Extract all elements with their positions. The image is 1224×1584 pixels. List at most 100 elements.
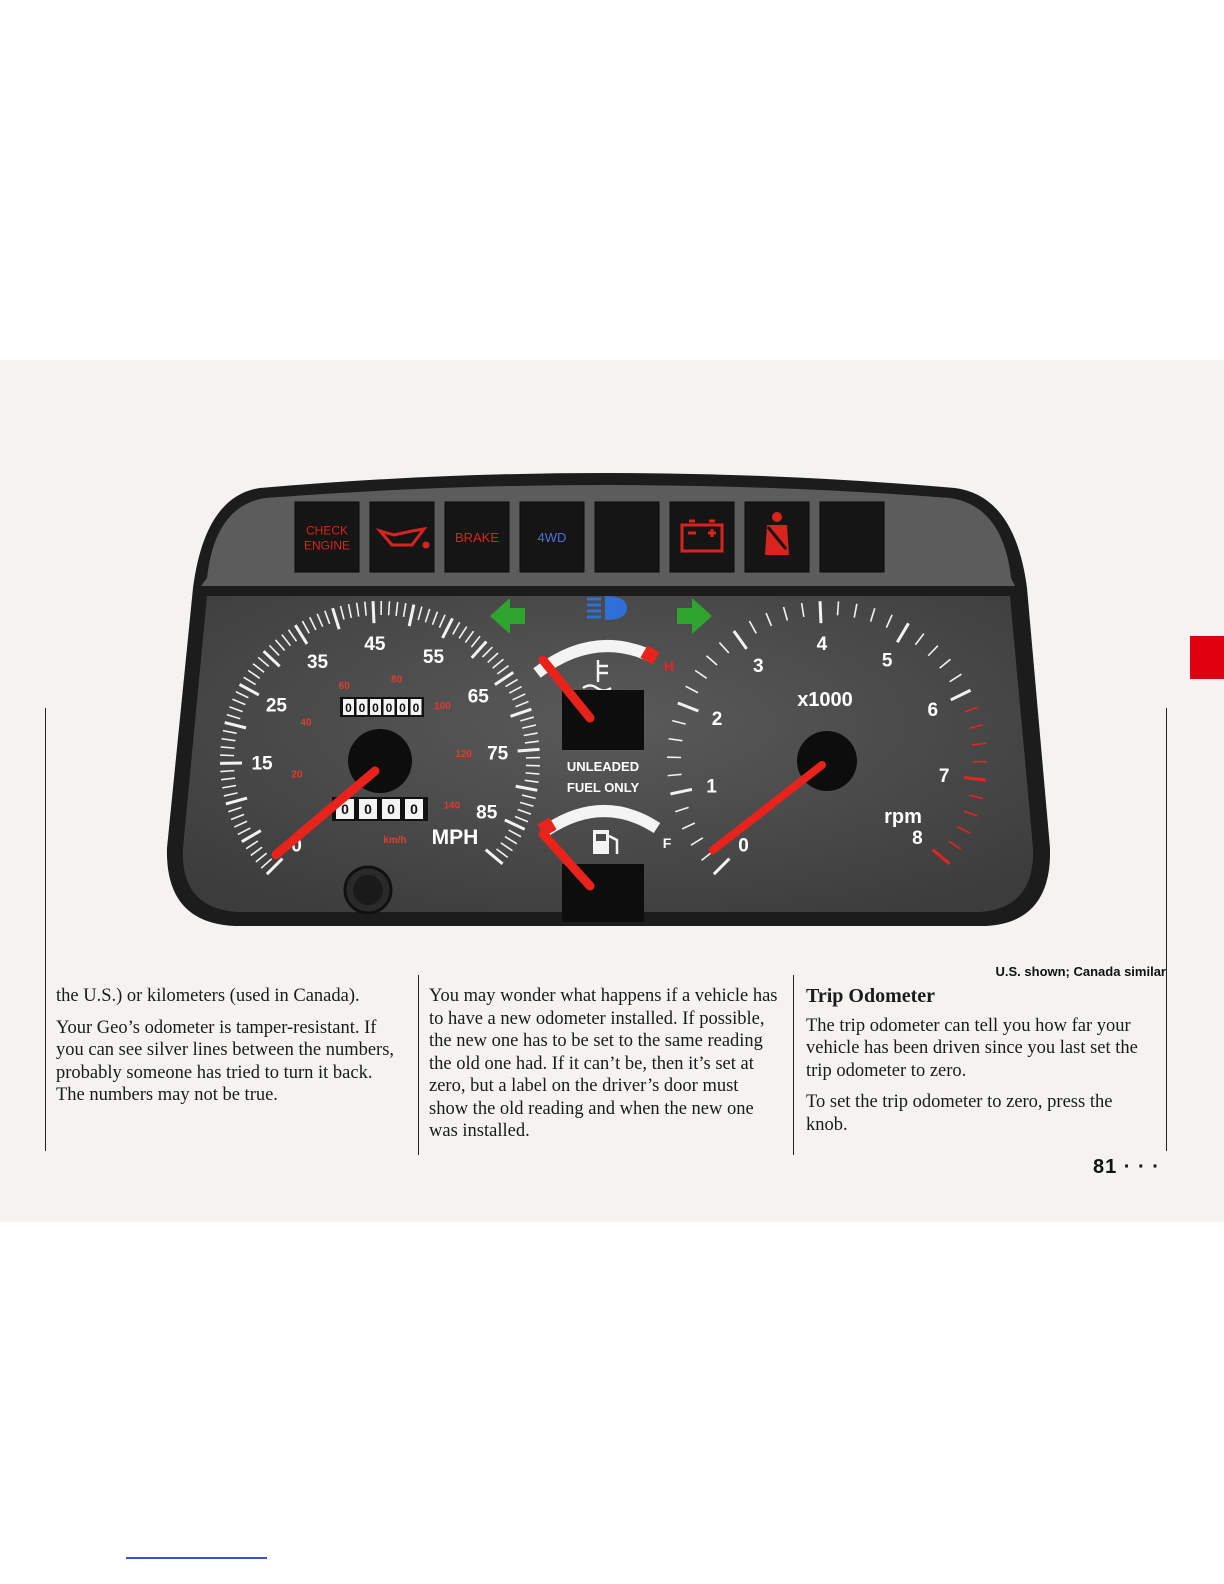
tachometer-tick	[969, 724, 984, 729]
speedometer-tick	[222, 729, 237, 735]
speedometer-tick	[512, 693, 526, 701]
speedometer-tick	[484, 848, 504, 865]
tachometer-tick	[836, 601, 840, 616]
speedometer-tick	[220, 769, 235, 773]
speedometer-tick	[481, 646, 493, 658]
tachometer-tick	[685, 685, 699, 694]
tachometer-label: 8	[912, 828, 923, 849]
speedometer-tick	[510, 707, 532, 718]
speedometer-kmh-label: 60	[339, 681, 351, 692]
trip-digit: 0	[341, 801, 349, 817]
warning-light-label: ENGINE	[304, 539, 350, 553]
speedometer-tick	[233, 820, 248, 828]
speedometer-tick	[364, 601, 367, 616]
speedometer-tick	[514, 815, 529, 823]
warning-light-label: CHECK	[306, 524, 348, 538]
speedometer-tick	[519, 801, 534, 808]
trip-digit: 0	[387, 801, 395, 817]
tachometer-label: 0	[738, 835, 749, 856]
odometer-digit: 0	[372, 701, 379, 715]
warning-light-label: BRAKE	[455, 530, 499, 545]
col1-paragraph-1: the U.S.) or kilometers (used in Canada)…	[56, 986, 360, 1006]
tachometer-tick	[694, 669, 708, 679]
seatbelt-icon	[765, 512, 789, 555]
speedometer-kmh-label: 80	[391, 675, 403, 686]
temperature-needle	[538, 655, 595, 723]
speedometer-tick	[438, 614, 446, 628]
temperature-hot-label: H	[664, 658, 674, 674]
speedometer-mph-label: 55	[423, 647, 445, 668]
tachometer-tick	[950, 688, 972, 702]
tachometer-tick	[705, 655, 718, 666]
odometer-digit-bg	[397, 699, 408, 715]
speedometer-tick	[252, 663, 265, 673]
speedometer-tick	[508, 829, 522, 838]
tachometer-tick	[948, 840, 962, 850]
col2-paragraph-1: You may wonder what happens if a vehicle…	[429, 986, 778, 1141]
speedometer-tick	[324, 610, 331, 625]
speedometer-tick	[458, 626, 468, 639]
warning-light-box	[294, 501, 360, 573]
trip-reset-knob-center	[353, 875, 383, 905]
odometer-digit: 0	[345, 701, 352, 715]
speedometer-tick	[243, 676, 257, 686]
column-rule-right	[1166, 708, 1167, 1151]
odometer-digit: 0	[399, 701, 406, 715]
tachometer-tick	[765, 612, 773, 627]
trip-digit: 0	[364, 801, 372, 817]
fuel-notice-line-2: FUEL ONLY	[567, 780, 640, 795]
tachometer-tick	[963, 810, 978, 817]
speedometer-tick	[521, 794, 536, 800]
trip-digit: 0	[410, 801, 418, 817]
speedometer-tick	[281, 634, 292, 647]
speedometer-tick	[504, 835, 518, 845]
speedometer-kmh-label: 20	[291, 769, 303, 780]
tachometer-tick	[748, 620, 757, 634]
speedometer-kmh-label: 140	[444, 801, 461, 812]
speedometer-tick	[515, 700, 529, 708]
tachometer-label: 5	[882, 650, 893, 671]
odometer-digit: 0	[386, 701, 393, 715]
odometer-digit-bg	[356, 699, 368, 715]
speedometer-kmh-unit: km/h	[383, 835, 406, 846]
speedometer-kmh-label: 120	[455, 749, 472, 760]
fuel-notice-line-1: UNLEADED	[567, 759, 639, 774]
speedometer-tick	[387, 601, 391, 616]
speedometer-needle	[271, 766, 380, 860]
tachometer-label: 2	[712, 709, 723, 730]
tachometer-label: 6	[928, 700, 939, 721]
column-rule-2	[418, 975, 419, 1155]
speedometer-tick	[241, 829, 262, 843]
speedometer-tick	[452, 621, 461, 635]
warning-light-box	[669, 501, 735, 573]
speedometer-tick	[331, 607, 341, 630]
speedometer-tick	[347, 603, 353, 619]
speedometer-tick	[494, 671, 515, 686]
speedometer-tick	[487, 652, 499, 664]
tachometer-tick	[732, 630, 748, 650]
speedometer-tick	[228, 806, 242, 813]
right-turn-signal-icon	[677, 598, 712, 634]
tachometer-tick	[718, 642, 730, 654]
speedometer-tick	[232, 698, 246, 706]
warning-light-box	[594, 501, 660, 573]
col1-paragraph-2: Your Geo’s odometer is tamper-resistant.…	[56, 1017, 395, 1106]
tachometer-tick	[972, 742, 987, 746]
speedometer-tick	[523, 732, 538, 737]
footer-rule	[126, 1557, 267, 1559]
speedometer-tick	[222, 784, 237, 789]
speedometer-tick	[407, 604, 416, 627]
fuel-full-label: F	[663, 835, 672, 851]
battery-icon	[680, 519, 724, 553]
tachometer-tick	[931, 848, 951, 865]
speedometer-mph-label: 85	[476, 802, 498, 823]
speedometer-tick	[230, 813, 245, 821]
speedometer-tick	[504, 818, 526, 831]
tachometer-label: 4	[817, 634, 828, 655]
temperature-hot-zone	[640, 645, 660, 665]
speedometer-tick	[225, 796, 248, 806]
speedometer-tick	[247, 669, 261, 679]
speedometer-tick	[470, 640, 488, 659]
trip-digit-bg	[405, 799, 423, 819]
text-column-3: Trip Odometer The trip odometer can tell…	[806, 985, 1156, 1145]
